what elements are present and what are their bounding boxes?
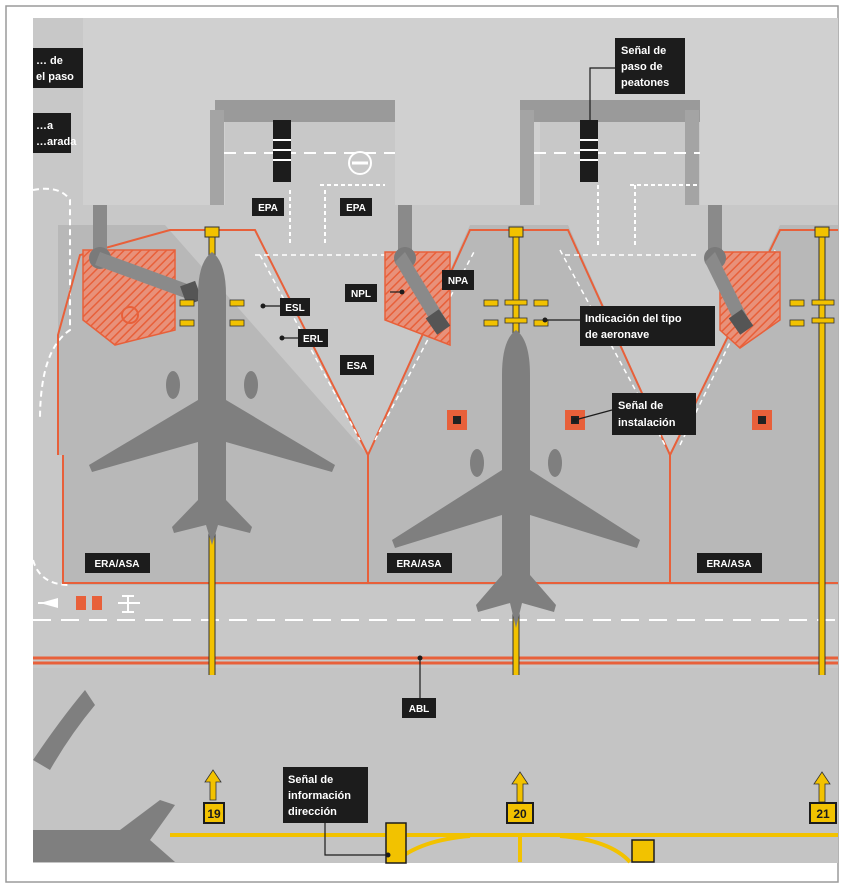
- label-peatones-line3: peatones: [621, 77, 669, 89]
- label-info-line1: Señal de: [288, 774, 333, 786]
- label-peatones-line2: paso de: [621, 61, 663, 73]
- label-esa-text: ESA: [347, 361, 368, 372]
- terminal-edge-left: [215, 100, 395, 122]
- info-sign-marker-2: [631, 839, 655, 863]
- label-era-asa-2-text: ERA/ASA: [396, 559, 441, 570]
- label-era-asa-1: ERA/ASA: [85, 553, 150, 573]
- label-parada-partial: …a …arada: [33, 113, 77, 153]
- taxiway-sign-19: 19: [203, 802, 225, 824]
- taxiway-sign-21: 21: [809, 802, 837, 824]
- label-info-line3: dirección: [288, 806, 337, 818]
- label-erl: ERL: [298, 329, 328, 347]
- label-epa-right: EPA: [340, 198, 372, 216]
- label-instalacion-line1: Señal de: [618, 400, 663, 412]
- aircraft-left: [89, 252, 335, 545]
- label-peatones-line1: Señal de: [621, 45, 666, 57]
- label-npa: NPA: [442, 270, 474, 290]
- left-corner-marking: [32, 559, 71, 586]
- label-parada-line1: …a: [36, 120, 54, 132]
- label-epa-left-text: EPA: [258, 203, 278, 214]
- label-info-direccion: Señal de información dirección: [283, 767, 368, 823]
- label-npl: NPL: [345, 284, 377, 302]
- label-esl: ESL: [280, 298, 310, 316]
- label-abl-text: ABL: [409, 704, 430, 715]
- label-era-asa-2: ERA/ASA: [387, 553, 452, 573]
- taxiway-sign-20: 20: [506, 802, 534, 824]
- stop-bar-right: [814, 226, 830, 238]
- label-parada-line2: …arada: [36, 136, 77, 148]
- label-era-asa-1-text: ERA/ASA: [94, 559, 139, 570]
- label-erl-text: ERL: [303, 334, 323, 345]
- terminal-building: [83, 18, 838, 205]
- label-paso-partial: … de el paso: [33, 48, 83, 88]
- label-tipo-line1: Indicación del tipo: [585, 313, 682, 325]
- terminal-edge-right: [520, 100, 700, 122]
- jet-bridge-middle: [394, 205, 451, 335]
- label-epa-left: EPA: [252, 198, 284, 216]
- taxiway-sign-19-text: 19: [207, 807, 221, 821]
- label-era-asa-3: ERA/ASA: [697, 553, 762, 573]
- aircraft-tail-partial: [33, 800, 175, 862]
- stop-bar-middle: [508, 226, 524, 238]
- label-instalacion: Señal de instalación: [612, 393, 696, 435]
- jet-bridge-left: [89, 205, 202, 306]
- aircraft-stop-marks: [179, 299, 835, 327]
- stand-safety-lines: [57, 229, 838, 584]
- road-edge-markings: [289, 184, 385, 245]
- terminal-wall-3: [685, 110, 699, 205]
- equipment-circle: [121, 306, 139, 324]
- stop-bar-left: [204, 226, 220, 238]
- aircraft-wing-partial: [33, 690, 95, 770]
- label-info-line2: información: [288, 790, 351, 802]
- label-paso-line1: … de: [36, 55, 63, 67]
- pedestrian-crossing-left: [273, 120, 291, 182]
- label-esl-text: ESL: [285, 303, 304, 314]
- no-entry-symbol: [348, 151, 372, 175]
- stand-area-right: [670, 225, 838, 585]
- left-road-markings: [32, 187, 71, 421]
- label-abl: ABL: [402, 698, 436, 718]
- label-npl-text: NPL: [351, 289, 371, 300]
- info-sign-marker: [385, 822, 407, 864]
- label-tipo-aeronave: Indicación del tipo de aeronave: [580, 306, 715, 346]
- road-edge-markings-2: [597, 184, 700, 245]
- label-tipo-line2: de aeronave: [585, 329, 649, 341]
- callout-leader-dots: [260, 289, 578, 858]
- jet-bridge-right: [704, 205, 754, 335]
- label-paso-peatones: Señal de paso de peatones: [615, 38, 685, 94]
- label-epa-right-text: EPA: [346, 203, 366, 214]
- label-era-asa-3-text: ERA/ASA: [706, 559, 751, 570]
- terminal-wall-2: [520, 110, 534, 205]
- taxiway-sign-20-text: 20: [513, 807, 527, 821]
- taxiway-sign-21-text: 21: [816, 807, 830, 821]
- aircraft-middle: [392, 330, 640, 628]
- pedestrian-crossing-right: [580, 120, 598, 182]
- terminal-wall-1: [210, 110, 224, 205]
- label-paso-line2: el paso: [36, 71, 74, 83]
- callout-leader-lines: [263, 67, 615, 856]
- label-npa-text: NPA: [448, 276, 468, 287]
- label-esa: ESA: [340, 355, 374, 375]
- lane-symbols: [38, 595, 140, 613]
- label-instalacion-line2: instalación: [618, 417, 676, 429]
